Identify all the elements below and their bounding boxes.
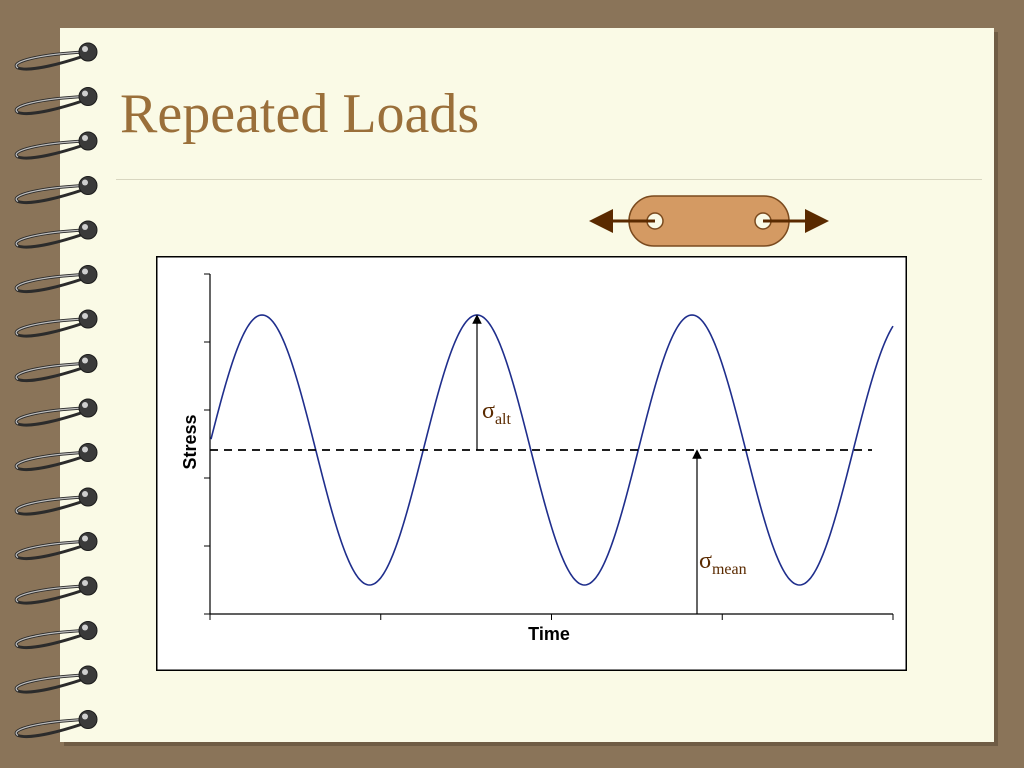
binding-hole <box>78 309 98 329</box>
binding-hole-shine <box>82 46 88 52</box>
binding-hole-shine <box>82 268 88 275</box>
binding-hole <box>78 576 98 596</box>
binding-hole-shine <box>82 179 88 186</box>
binding-hole-shine <box>82 224 88 230</box>
annotation-symbol: σ <box>699 548 712 574</box>
binding-hole <box>78 265 98 284</box>
binding-hole <box>78 87 98 106</box>
binding-hole-shine <box>82 669 88 675</box>
binding-hole <box>78 220 98 240</box>
binding-hole <box>78 443 98 462</box>
spiral-ring-highlight <box>15 674 87 692</box>
binding-hole-shine <box>82 713 88 720</box>
binding-hole <box>78 665 98 685</box>
annotation-symbol: σ <box>482 398 495 424</box>
spiral-ring-highlight <box>15 140 87 158</box>
spiral-binding-icon <box>14 42 98 739</box>
spiral-ring-highlight <box>15 95 87 114</box>
spiral-ring-highlight <box>15 451 87 470</box>
chart-frame <box>156 256 907 671</box>
spiral-ring-highlight <box>15 718 87 737</box>
x-axis-label: Time <box>528 624 570 644</box>
binding-hole <box>78 532 98 551</box>
spiral-ring-highlight <box>15 51 87 69</box>
spiral-ring-highlight <box>15 362 87 381</box>
tension-specimen-icon <box>589 195 829 247</box>
binding-hole <box>78 621 98 640</box>
binding-hole <box>78 710 98 729</box>
slide-title: Repeated Loads <box>120 83 480 145</box>
binding-hole-shine <box>82 624 88 631</box>
binding-hole-shine <box>82 446 88 453</box>
binding-hole <box>78 131 98 151</box>
spiral-ring-highlight <box>15 184 87 203</box>
chart-axes <box>204 273 894 620</box>
binding-hole <box>78 42 98 62</box>
spiral-ring-highlight <box>15 585 87 603</box>
stress-curve <box>210 314 894 586</box>
binding-hole <box>78 487 98 507</box>
binding-hole-shine <box>82 535 88 542</box>
spiral-ring-highlight <box>15 407 87 425</box>
spiral-ring-highlight <box>15 496 87 514</box>
binding-hole-shine <box>82 491 88 497</box>
binding-hole <box>78 398 98 418</box>
spiral-ring-highlight <box>15 540 87 559</box>
binding-hole-shine <box>82 357 88 364</box>
spiral-ring-highlight <box>15 273 87 292</box>
binding-hole <box>78 176 98 195</box>
spiral-ring-highlight <box>15 229 87 247</box>
binding-hole-shine <box>82 135 88 141</box>
y-axis-label: Stress <box>180 414 200 469</box>
title-divider <box>116 179 982 180</box>
annotation-alt: σalt <box>482 398 511 428</box>
spiral-ring-highlight <box>15 318 87 336</box>
binding-hole <box>78 354 98 373</box>
annotation-subscript: mean <box>712 561 747 578</box>
annotation-mean: σmean <box>699 548 747 578</box>
binding-hole-shine <box>82 313 88 319</box>
spiral-ring-highlight <box>15 629 87 648</box>
annotation-subscript: alt <box>495 411 512 428</box>
binding-hole-shine <box>82 580 88 586</box>
binding-hole-shine <box>82 90 88 97</box>
binding-hole-shine <box>82 402 88 408</box>
